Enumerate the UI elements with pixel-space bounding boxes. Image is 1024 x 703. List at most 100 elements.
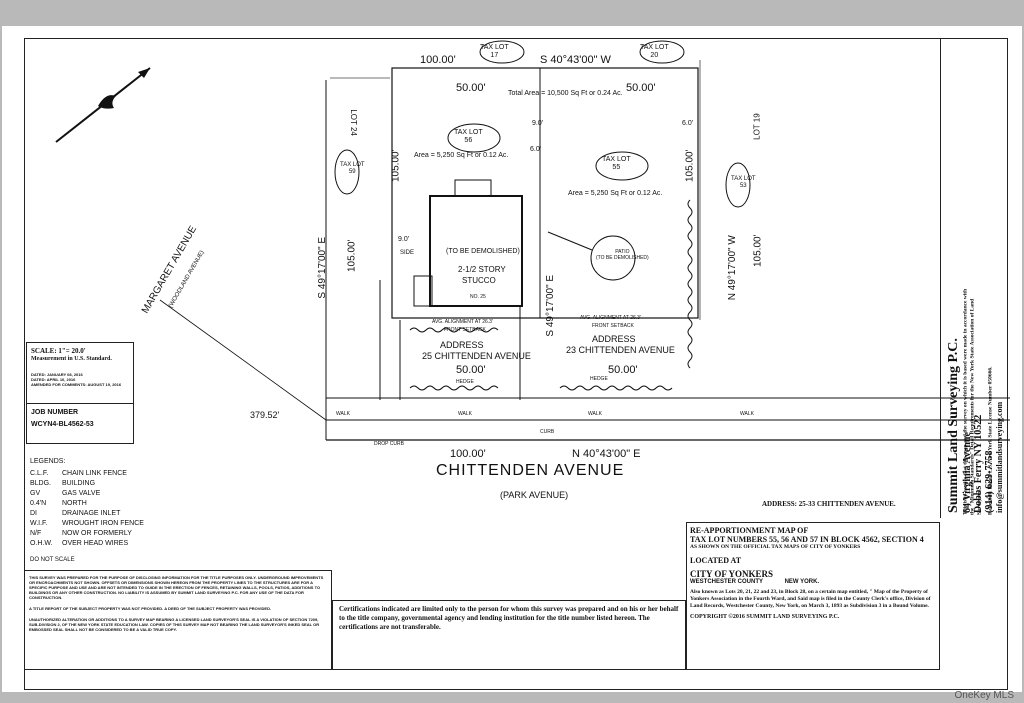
walk-label-4: WALK (740, 411, 754, 417)
map-title-1: RE-APPORTIONMENT MAP OF (690, 526, 809, 535)
county: WESTCHESTER COUNTY (690, 579, 763, 585)
side-dim-9-top: 9.0' (532, 120, 544, 127)
bearing-right: N 49°17'00" W (726, 235, 738, 301)
copyright: COPYRIGHT ©2016 SUMMIT LAND SURVEYING P.… (690, 614, 840, 621)
dated-line-3: AMENDED FOR COMMENTS: AUGUST 19, 2016 (31, 382, 122, 387)
job-number-label: JOB NUMBER (31, 409, 79, 416)
county-state: WESTCHESTER COUNTY NEW YORK. (690, 579, 936, 585)
legend-desc: OVER HEAD WIRES (62, 540, 129, 547)
not-to-scale: DO NOT SCALE (30, 557, 75, 563)
legend-desc: WROUGHT IRON FENCE (62, 520, 144, 527)
tax-lot-59-label: TAX LOT 59 (340, 162, 365, 175)
address-23-label: ADDRESS (592, 334, 636, 344)
company-block: Summit Land Surveying P.C. 64 Virginia A… (940, 38, 1009, 518)
top-50-left: 50.00' (456, 82, 486, 94)
legend-desc: CHAIN LINK FENCE (62, 470, 127, 477)
tax-lot-56-label: TAX LOT 56 (454, 129, 483, 145)
street-name: CHITTENDEN AVENUE (436, 462, 625, 479)
walk-label-3: WALK (588, 411, 602, 417)
measurement-text: Measurement in U.S. Standard. (31, 356, 112, 362)
street-alt-name: (PARK AVENUE) (500, 490, 569, 500)
area-lot-56: Area = 5,250 Sq Ft or 0.12 Ac. (414, 152, 509, 159)
lot-19-label: LOT 19 (752, 113, 762, 140)
map-title-3: AS SHOWN ON THE OFFICIAL TAX MAPS OF CIT… (690, 544, 861, 550)
side-dim-3: 105.00' (346, 239, 358, 273)
notes-paragraph-3: UNAUTHORIZED ALTERATION OR ADDITIONS TO … (29, 617, 320, 632)
certification-box: Certifications indicated are limited onl… (332, 600, 686, 670)
address-23: 23 CHITTENDEN AVENUE (566, 345, 675, 355)
located-at: LOCATED AT (690, 556, 742, 565)
notes-paragraph-1: THIS SURVEY WAS PREPARED FOR THE PURPOSE… (29, 575, 324, 600)
side-dim-4: 105.00' (752, 234, 764, 268)
bottom-50-left: 50.00' (456, 364, 486, 376)
avg-align-right: AVG. ALIGNMENT AT 26.3' (580, 315, 641, 321)
job-number: WCYN4-BL4562-53 (31, 421, 94, 428)
legend-desc: GAS VALVE (62, 490, 101, 497)
map-title-2: TAX LOT NUMBERS 55, 56 AND 57 IN BLOCK 4… (690, 535, 924, 544)
certify-block: This is to certify that this map and the… (948, 280, 1008, 520)
drawing-frame (24, 38, 1008, 690)
north-arrow-icon (55, 67, 151, 143)
top-dimension: 100.00' (420, 54, 456, 66)
house-story: 2-1/2 STORY (458, 265, 506, 274)
side-dim-6-mid: 6.0' (530, 146, 542, 153)
walk-label-2: WALK (458, 411, 472, 417)
scale-box: SCALE: 1"= 20.0' Measurement in U.S. Sta… (26, 342, 134, 444)
front-setback-left: FRONT SETBACK (444, 327, 486, 333)
top-bearing: S 40°43'00" W (540, 54, 611, 66)
mls-watermark: OneKey MLS (954, 690, 1014, 701)
tax-lot-17-label: TAX LOT 17 (480, 44, 509, 60)
scale-text: SCALE: 1"= 20.0' (31, 347, 86, 355)
legends-title: LEGENDS: (30, 458, 66, 465)
state: NEW YORK. (784, 579, 820, 585)
lot-24-label: LOT 24 (348, 109, 358, 136)
bearing-mid: S 49°17'00" E (545, 274, 557, 337)
legend-desc: NOW OR FORMERLY (62, 530, 132, 537)
side-label: SIDE (400, 250, 415, 256)
bottom-50-right: 50.00' (608, 364, 638, 376)
house-number: NO. 25 (470, 294, 486, 300)
house-demolish-note: (TO BE DEMOLISHED) (446, 248, 520, 255)
legend-abbr: O.H.W. (30, 540, 53, 547)
hedge-label-1: HEDGE (456, 379, 474, 385)
certification-text: Certifications indicated are limited onl… (339, 605, 679, 631)
license-text: Rakesh R. Bohol, L.S. New York State Lic… (987, 366, 994, 515)
certify-text: This is to certify that this map and the… (962, 288, 983, 515)
tax-lot-55-label: TAX LOT 55 (602, 156, 631, 172)
legend-abbr: BLDG. (30, 480, 52, 487)
address-25: 25 CHITTENDEN AVENUE (422, 351, 531, 361)
dated-line-2: DATED: APRIL 10, 2016 (31, 377, 76, 382)
legend-abbr: DI (30, 510, 37, 517)
patio-label: PATIO (TO BE DEMOLISHED) (596, 249, 649, 261)
address-heading: ADDRESS: 25-33 CHITTENDEN AVENUE. (762, 500, 896, 508)
bottom-bearing: N 40°43'00" E (572, 448, 641, 460)
legend-abbr: W.I.F. (30, 520, 48, 527)
legend-abbr: 0.4'N (30, 500, 47, 507)
legend-desc: DRAINAGE INLET (62, 510, 121, 517)
city: CITY OF YONKERS (690, 569, 774, 579)
notes-box: THIS SURVEY WAS PREPARED FOR THE PURPOSE… (24, 570, 332, 670)
total-area: Total Area = 10,500 Sq Ft or 0.24 Ac. (508, 90, 623, 97)
address-25-label: ADDRESS (440, 340, 484, 350)
curb-label: CURB (540, 429, 555, 435)
legend-abbr: GV (30, 490, 41, 497)
tax-lot-20-label: TAX LOT 20 (640, 44, 669, 60)
front-setback-right: FRONT SETBACK (592, 323, 634, 329)
distance-to-margaret: 379.52' (250, 410, 280, 420)
top-50-right: 50.00' (626, 82, 656, 94)
side-dim-1: 105.00' (390, 149, 402, 183)
legend-desc: BUILDING (62, 480, 96, 487)
hedge-label-2: HEDGE (590, 376, 608, 382)
tax-lot-53-label: TAX LOT 53 (731, 176, 756, 189)
avg-align-left: AVG. ALIGNMENT AT 26.3' (432, 319, 493, 325)
notes-paragraph-2: A TITLE REPORT OF THE SUBJECT PROPERTY W… (29, 606, 272, 611)
bottom-dimension: 100.00' (450, 448, 486, 460)
legend-abbr: N/F (30, 530, 42, 537)
house-material: STUCCO (462, 276, 496, 285)
drop-curb-label: DROP CURB (374, 441, 404, 447)
walk-label-1: WALK (336, 411, 350, 417)
area-lot-55: Area = 5,250 Sq Ft or 0.12 Ac. (568, 190, 663, 197)
side-dim-6: 6.0' (682, 120, 694, 127)
bearing-left: S 49°17'00" E (317, 236, 329, 299)
